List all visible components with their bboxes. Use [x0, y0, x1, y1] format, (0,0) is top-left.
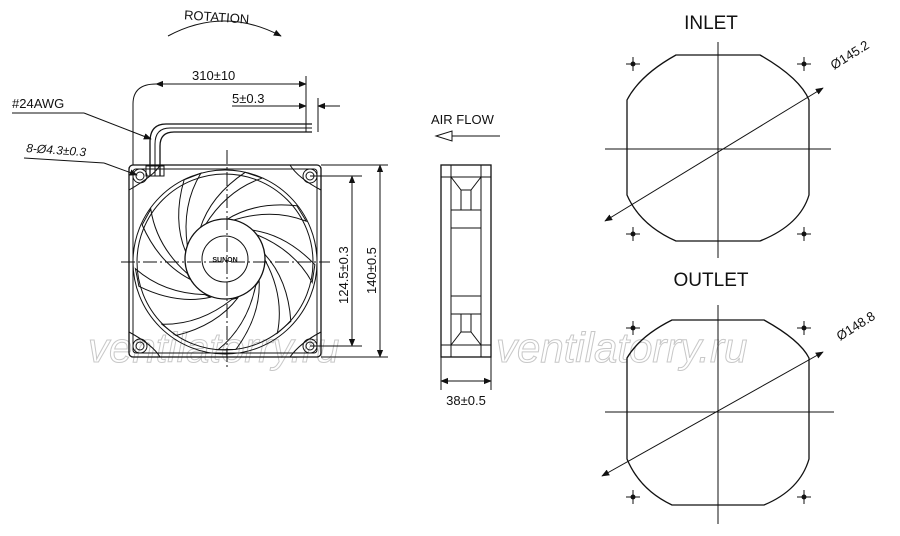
- airflow-arrow: [434, 130, 453, 142]
- fan-frame: [128, 164, 322, 358]
- impeller-blade: [224, 204, 308, 223]
- hole-spacing-dim: 124.5±0.3: [336, 246, 351, 304]
- watermark-left: ventilatorry.ru: [88, 324, 339, 371]
- impeller-blade: [141, 207, 191, 281]
- wire-gauge-label: #24AWG: [12, 96, 64, 111]
- inlet-diameter-line: [604, 87, 824, 222]
- impeller-blade: [250, 229, 316, 284]
- impeller-blade: [134, 267, 212, 300]
- rotation-arrow: [167, 20, 282, 37]
- outlet-cutout: OUTLET Ø148.8: [601, 270, 878, 524]
- strip-length-dim: 5±0.3: [232, 91, 264, 106]
- depth-dim: 38±0.5: [446, 393, 486, 408]
- rotation-label: ROTATION: [184, 7, 250, 27]
- fan-front-view: ROTATION SUNON: [12, 7, 388, 370]
- inlet-label: INLET: [684, 13, 738, 34]
- outlet-label: OUTLET: [674, 270, 749, 291]
- wire-length-dim: 310±10: [192, 68, 235, 83]
- mount-hole: [135, 171, 145, 181]
- impeller-blade: [178, 172, 203, 254]
- hub-brand-label: SUNON: [212, 257, 237, 264]
- inlet-hole-marks: [626, 57, 811, 241]
- impeller-blade: [216, 279, 260, 351]
- inlet-diameter-dim: Ø145.2: [828, 37, 872, 72]
- outlet-diameter-line: [601, 351, 824, 477]
- inlet-cutout: INLET Ø145.2: [604, 13, 872, 258]
- impeller-blades: [134, 171, 316, 351]
- mount-holes-label: 8-Ø4.3±0.3: [26, 141, 87, 159]
- outlet-outline: [626, 319, 810, 506]
- frame-size-dim: 140±0.5: [364, 247, 379, 294]
- airflow-label: AIR FLOW: [431, 112, 495, 127]
- fan-side-view: AIR FLOW 38±0.5: [431, 112, 500, 408]
- watermark-right: ventilatorry.ru: [496, 324, 747, 371]
- outlet-hole-marks: [626, 321, 811, 504]
- impeller-blade: [199, 171, 264, 230]
- mount-hole: [135, 341, 145, 351]
- lead-wires: [132, 83, 312, 177]
- side-frame: [440, 164, 492, 358]
- outlet-diameter-dim: Ø148.8: [834, 308, 878, 343]
- impeller-blade: [263, 252, 292, 335]
